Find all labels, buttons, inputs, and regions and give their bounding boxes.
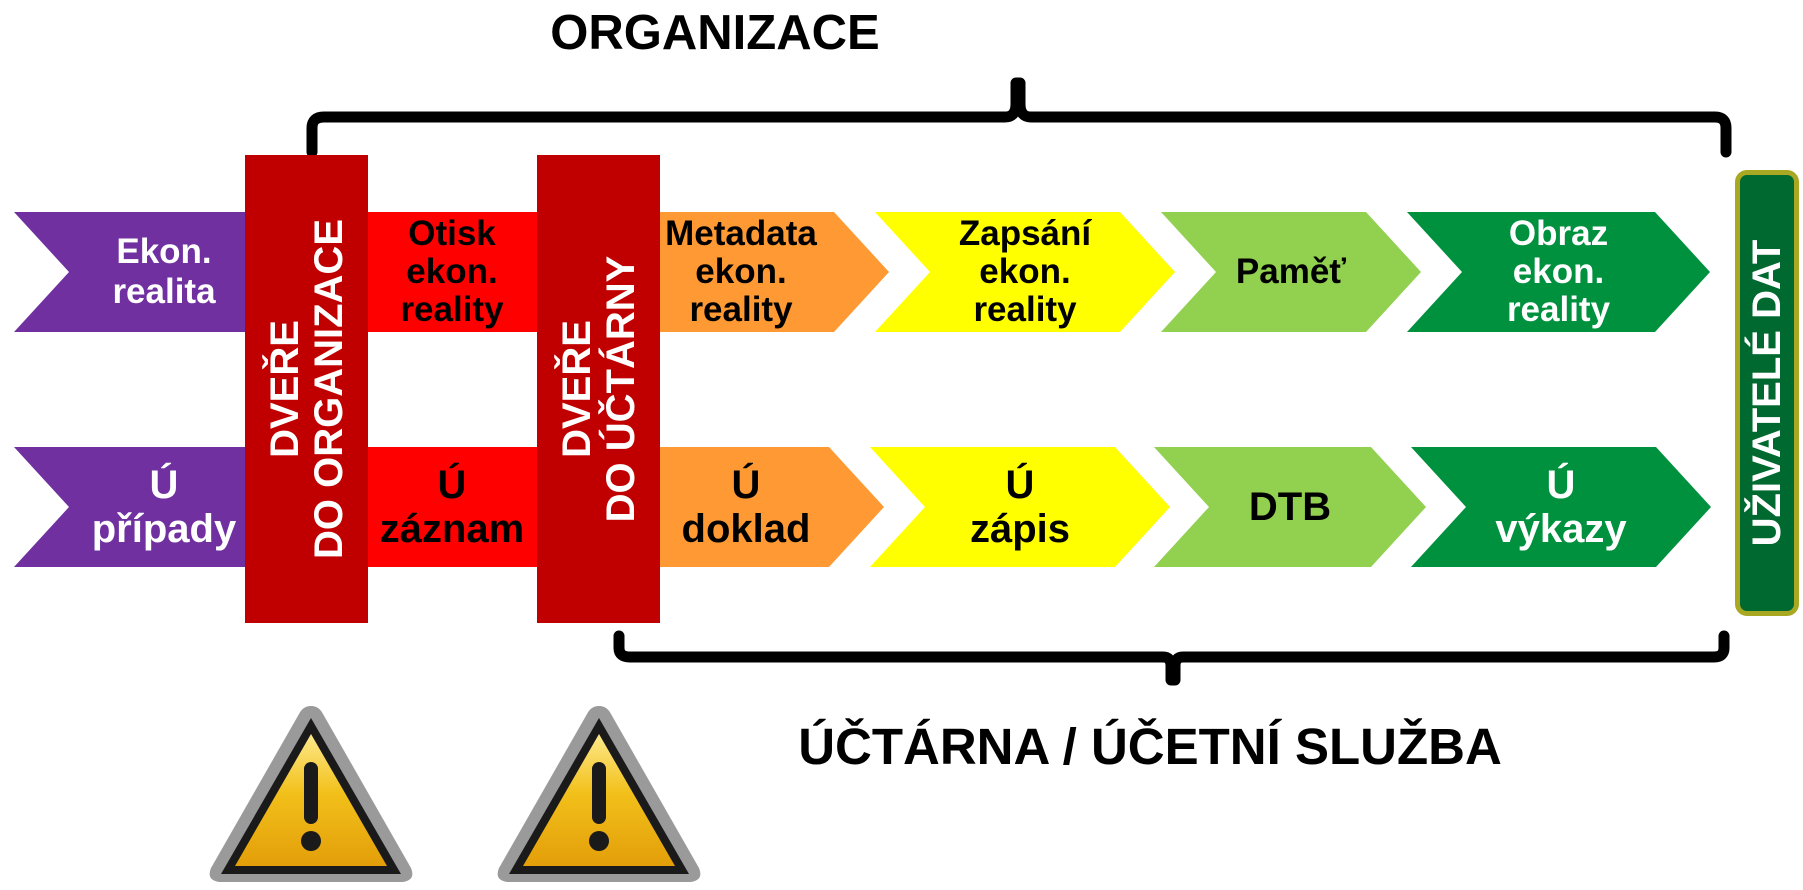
arrow-document-label: Ú doklad — [658, 447, 834, 567]
warning-icon — [205, 700, 417, 885]
door-accounting: DVEŘE DO ÚČTÁRNY — [537, 155, 660, 623]
label-line: reality — [973, 290, 1077, 329]
arrow-imprint: Otisk ekon. reality — [367, 212, 537, 332]
data-users-label: UŽIVATELÉ DAT — [1745, 239, 1789, 547]
arrow-econ-reality: Ekon. realita — [14, 212, 259, 332]
accounting-title: ÚČTÁRNA / ÚČETNÍ SLUŽBA — [798, 718, 1502, 775]
label-line: realita — [112, 272, 216, 311]
arrow-entry: Ú zápis — [870, 447, 1170, 567]
arrow-image-shape — [1407, 212, 1710, 332]
warning-triangle-shape — [497, 706, 701, 882]
label-line: DVEŘE — [554, 320, 599, 458]
arrow-recording-label: Zapsání ekon. reality — [905, 212, 1145, 332]
label-line: reality — [1506, 290, 1611, 329]
arrow-database: DTB — [1154, 447, 1426, 567]
label-line: ekon. — [1512, 252, 1605, 291]
arrow-recording: Zapsání ekon. reality — [875, 212, 1175, 332]
arrow-econ-reality-shape — [14, 212, 259, 332]
arrow-record: Ú záznam — [367, 447, 537, 567]
arrow-reports-shape — [1411, 447, 1711, 567]
arrow-recording-shape — [875, 212, 1175, 332]
data-users-box: UŽIVATELÉ DAT — [1735, 170, 1799, 616]
door-organization: DVEŘE DO ORGANIZACE — [245, 155, 368, 623]
arrow-database-label: DTB — [1184, 447, 1396, 567]
label-line: Ú — [1005, 463, 1035, 507]
arrow-imprint-shape — [367, 212, 537, 332]
label-line: Ú — [149, 463, 179, 507]
label-line: DTB — [1248, 485, 1332, 529]
arrow-record-label: Ú záznam — [367, 447, 537, 567]
door-organization-label: DVEŘE DO ORGANIZACE — [263, 154, 351, 624]
arrow-cases-shape — [14, 447, 259, 567]
label-line: Ú — [437, 463, 467, 507]
arrow-imprint-label: Otisk ekon. reality — [367, 212, 537, 332]
label-line: DO ÚČTÁRNY — [598, 255, 643, 523]
arrow-memory: Paměť — [1161, 212, 1421, 332]
label-line: DVEŘE — [262, 320, 307, 458]
arrow-entry-shape — [870, 447, 1170, 567]
arrow-document-shape — [658, 447, 884, 567]
arrow-econ-reality-label: Ekon. realita — [74, 212, 254, 332]
arrow-image: Obraz ekon. reality — [1407, 212, 1710, 332]
label-line: ekon. — [979, 252, 1071, 291]
arrow-cases: Ú případy — [14, 447, 259, 567]
label-line: Ú — [1546, 463, 1576, 507]
label-line: záznam — [379, 507, 525, 551]
arrow-memory-shape — [1161, 212, 1421, 332]
arrow-metadata-label: Metadata ekon. reality — [658, 212, 824, 332]
label-line: DO ORGANIZACE — [306, 219, 351, 559]
warning-icon — [493, 700, 705, 885]
arrow-image-label: Obraz ekon. reality — [1437, 212, 1680, 332]
label-line: Ekon. — [116, 232, 212, 271]
arrow-reports: Ú výkazy — [1411, 447, 1711, 567]
label-line: doklad — [681, 507, 811, 551]
label-line: reality — [400, 290, 504, 329]
arrow-entry-label: Ú zápis — [900, 447, 1140, 567]
label-line: Otisk — [408, 214, 496, 253]
accounting-brace — [613, 630, 1730, 686]
label-line: Paměť — [1235, 252, 1347, 291]
arrow-record-shape — [367, 447, 537, 567]
arrow-metadata: Metadata ekon. reality — [658, 212, 889, 332]
label-line: ekon. — [695, 252, 787, 291]
arrow-memory-label: Paměť — [1191, 212, 1391, 332]
arrow-database-shape — [1154, 447, 1426, 567]
arrow-document: Ú doklad — [658, 447, 884, 567]
arrow-cases-label: Ú případy — [74, 447, 254, 567]
door-accounting-label: DVEŘE DO ÚČTÁRNY — [555, 154, 643, 624]
arrow-metadata-shape — [658, 212, 889, 332]
label-line: reality — [689, 290, 793, 329]
label-line: Obraz — [1508, 214, 1609, 253]
arrow-reports-label: Ú výkazy — [1441, 447, 1681, 567]
warning-triangle-shape — [209, 706, 413, 882]
label-line: zápis — [969, 507, 1071, 551]
label-line: Ú — [731, 463, 761, 507]
label-line: Metadata — [665, 214, 817, 253]
label-line: ekon. — [406, 252, 498, 291]
label-line: Zapsání — [958, 214, 1092, 253]
label-line: výkazy — [1495, 507, 1627, 551]
label-line: případy — [91, 507, 237, 551]
organization-brace — [306, 77, 1732, 158]
organization-title: ORGANIZACE — [550, 6, 880, 60]
